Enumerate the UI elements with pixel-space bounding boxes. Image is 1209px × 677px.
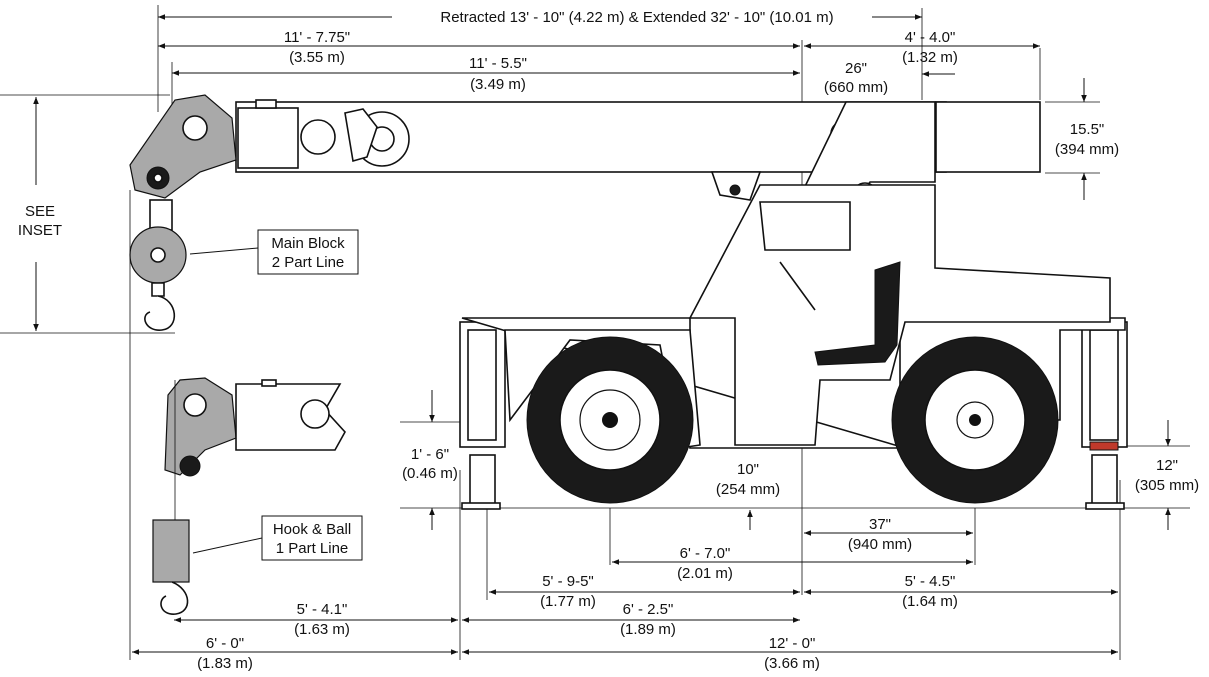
boom-sheave-imperial: 11' - 5.5" [469, 55, 527, 72]
rear-axle-metric: (1.64 m) [902, 593, 958, 610]
rear-pad-metric: (305 mm) [1135, 477, 1199, 494]
boom-sheave-metric: (3.49 m) [470, 76, 526, 93]
wheelbase-metric: (2.01 m) [677, 565, 733, 582]
rear-axle-offset-metric: (940 mm) [848, 536, 912, 553]
dimension-front-to-center: 6' - 2.5" (1.89 m) [462, 601, 800, 638]
rear-pad-imperial: 12" [1156, 457, 1178, 474]
boom-height-metric: (394 mm) [1055, 141, 1119, 158]
rear-axle-offset-imperial: 37" [869, 516, 891, 533]
ground-clearance-imperial: 10" [737, 461, 759, 478]
front-axle-imperial: 5' - 9-5" [542, 573, 594, 590]
dimension-ground-clearance: 10" (254 mm) [716, 461, 780, 530]
main-block-label-2: 2 Part Line [272, 254, 345, 271]
front-to-center-metric: (1.89 m) [620, 621, 676, 638]
front-axle-metric: (1.77 m) [540, 593, 596, 610]
front-wheel [526, 336, 694, 504]
hook-ball-label-1: Hook & Ball [273, 521, 351, 538]
boom-height-imperial: 15.5" [1070, 121, 1105, 138]
boom-front-metric: (3.55 m) [289, 49, 345, 66]
rear-overhang-imperial: 4' - 4.0" [905, 29, 956, 46]
dimension-rear-overhang: 4' - 4.0" (1.32 m) [804, 29, 1040, 66]
hook-ball-label-2: 1 Part Line [276, 540, 349, 557]
hook-reach-imperial: 5' - 4.1" [297, 601, 348, 618]
boom-front-imperial: 11' - 7.75" [284, 29, 350, 46]
front-reach-imperial: 6' - 0" [206, 635, 244, 652]
outrigger-height-metric: (0.46 m) [402, 465, 458, 482]
dimension-rear-pad: 12" (305 mm) [1135, 420, 1199, 530]
inset-boom-nose [164, 377, 346, 520]
retracted-extended-label: Retracted 13' - 10" (4.22 m) & Extended … [440, 9, 833, 26]
dimension-retracted-extended: Retracted 13' - 10" (4.22 m) & Extended … [158, 9, 922, 26]
front-reach-metric: (1.83 m) [197, 655, 253, 672]
dimension-rear-axle-offset: 37" (940 mm) [804, 516, 973, 553]
rear-wheel [891, 336, 1059, 504]
hook-ball [152, 519, 190, 615]
dimension-pivot-offset: 26" (660 mm) [824, 60, 955, 96]
pivot-offset-imperial: 26" [845, 60, 867, 77]
dimension-overall-length: 12' - 0" (3.66 m) [462, 635, 1118, 672]
dimension-outrigger-height: 1' - 6" (0.46 m) [402, 390, 458, 530]
hook-ball-callout: Hook & Ball 1 Part Line [192, 515, 363, 561]
ground-clearance-metric: (254 mm) [716, 481, 780, 498]
wheelbase-imperial: 6' - 7.0" [680, 545, 731, 562]
see-inset-line-1: SEE [25, 203, 55, 220]
pivot-offset-metric: (660 mm) [824, 79, 888, 96]
rear-overhang-metric: (1.32 m) [902, 49, 958, 66]
dimension-front-axle: 5' - 9-5" (1.77 m) [489, 573, 800, 610]
dimension-wheelbase: 6' - 7.0" (2.01 m) [612, 545, 973, 582]
boom-assembly [129, 94, 1041, 239]
dimension-boom-front: 11' - 7.75" (3.55 m) [158, 29, 800, 66]
front-to-center-imperial: 6' - 2.5" [623, 601, 674, 618]
dimension-boom-height: 15.5" (394 mm) [1055, 78, 1119, 200]
dimension-boom-sheave: 11' - 5.5" (3.49 m) [172, 55, 800, 93]
overall-length-metric: (3.66 m) [764, 655, 820, 672]
hook-reach-metric: (1.63 m) [294, 621, 350, 638]
main-block-callout: Main Block 2 Part Line [189, 229, 359, 275]
main-block-label-1: Main Block [271, 235, 345, 252]
main-block [129, 199, 187, 331]
dimension-front-reach: 6' - 0" (1.83 m) [132, 635, 458, 672]
overall-length-imperial: 12' - 0" [769, 635, 816, 652]
outrigger-height-imperial: 1' - 6" [411, 446, 449, 463]
dimension-rear-axle: 5' - 4.5" (1.64 m) [804, 573, 1118, 610]
see-inset-line-2: INSET [18, 222, 62, 239]
see-inset-callout: SEE INSET [18, 97, 62, 331]
rear-axle-imperial: 5' - 4.5" [905, 573, 956, 590]
dimension-hook-reach: 5' - 4.1" (1.63 m) [174, 601, 458, 638]
